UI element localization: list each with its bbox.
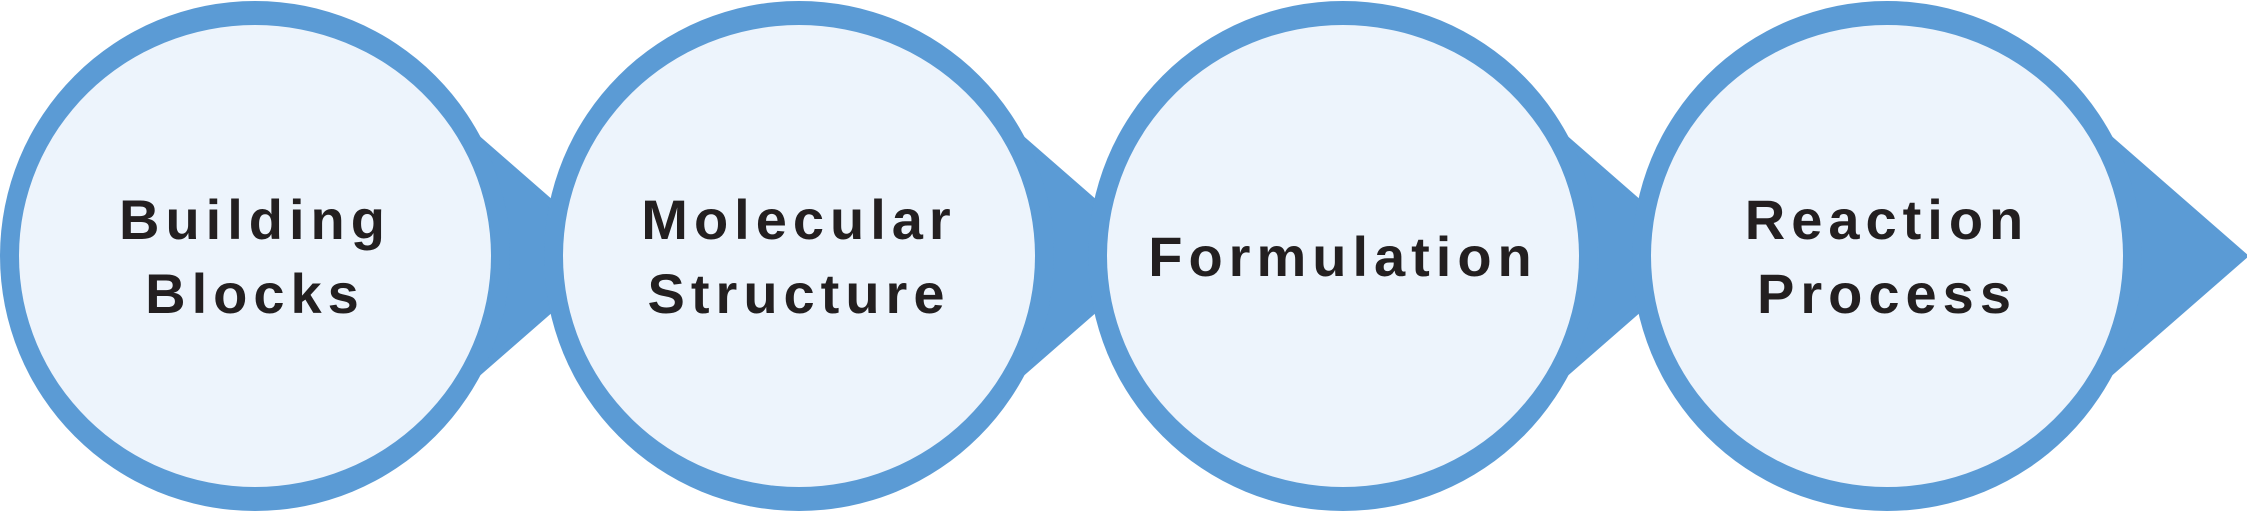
- step-circle-formulation: [1107, 25, 1579, 487]
- step-label-line: Structure: [648, 262, 951, 325]
- step-label-line: Molecular: [641, 188, 956, 251]
- step-circle-molecular-structure: [563, 25, 1035, 487]
- step-label-line: Blocks: [145, 262, 365, 325]
- step-circle-building-blocks: [19, 25, 491, 487]
- step-circle-reaction-process: [1651, 25, 2123, 487]
- step-label-line: Reaction: [1745, 188, 2030, 251]
- step-label-formulation: Formulation: [1148, 225, 1538, 288]
- step-label-line: Process: [1757, 262, 2017, 325]
- step-label-line: Building: [119, 188, 391, 251]
- step-label-line: Formulation: [1148, 225, 1538, 288]
